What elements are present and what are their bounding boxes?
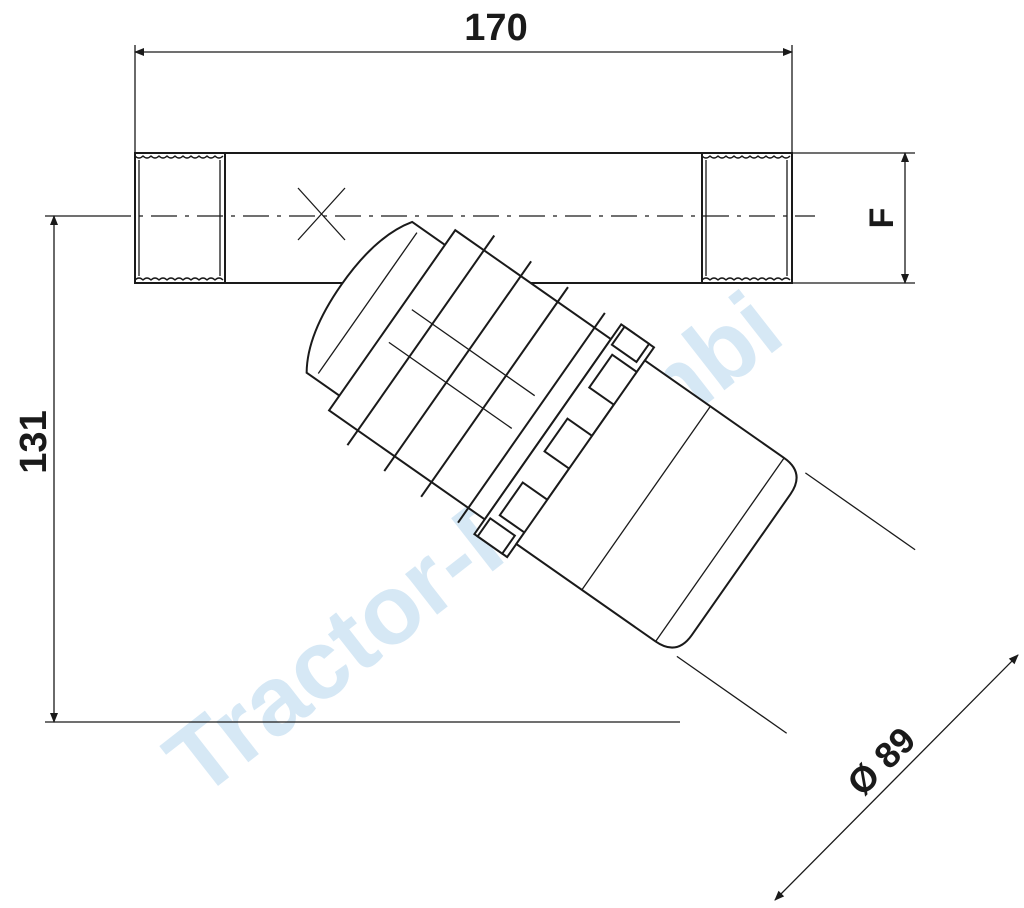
filter-housing <box>305 220 916 734</box>
width-dimension: 170 <box>134 7 793 153</box>
pipe <box>134 152 793 284</box>
height-dimension: 131 <box>13 215 680 723</box>
left-thread <box>134 152 226 284</box>
width-label: 170 <box>464 7 527 49</box>
height-label: 131 <box>13 410 55 473</box>
diameter-dimension: Ø 89 <box>774 654 1019 901</box>
right-thread <box>701 152 793 284</box>
diameter-label: Ø 89 <box>839 719 923 803</box>
thread-label: F <box>863 208 901 229</box>
thread-dimension: F <box>792 152 915 284</box>
